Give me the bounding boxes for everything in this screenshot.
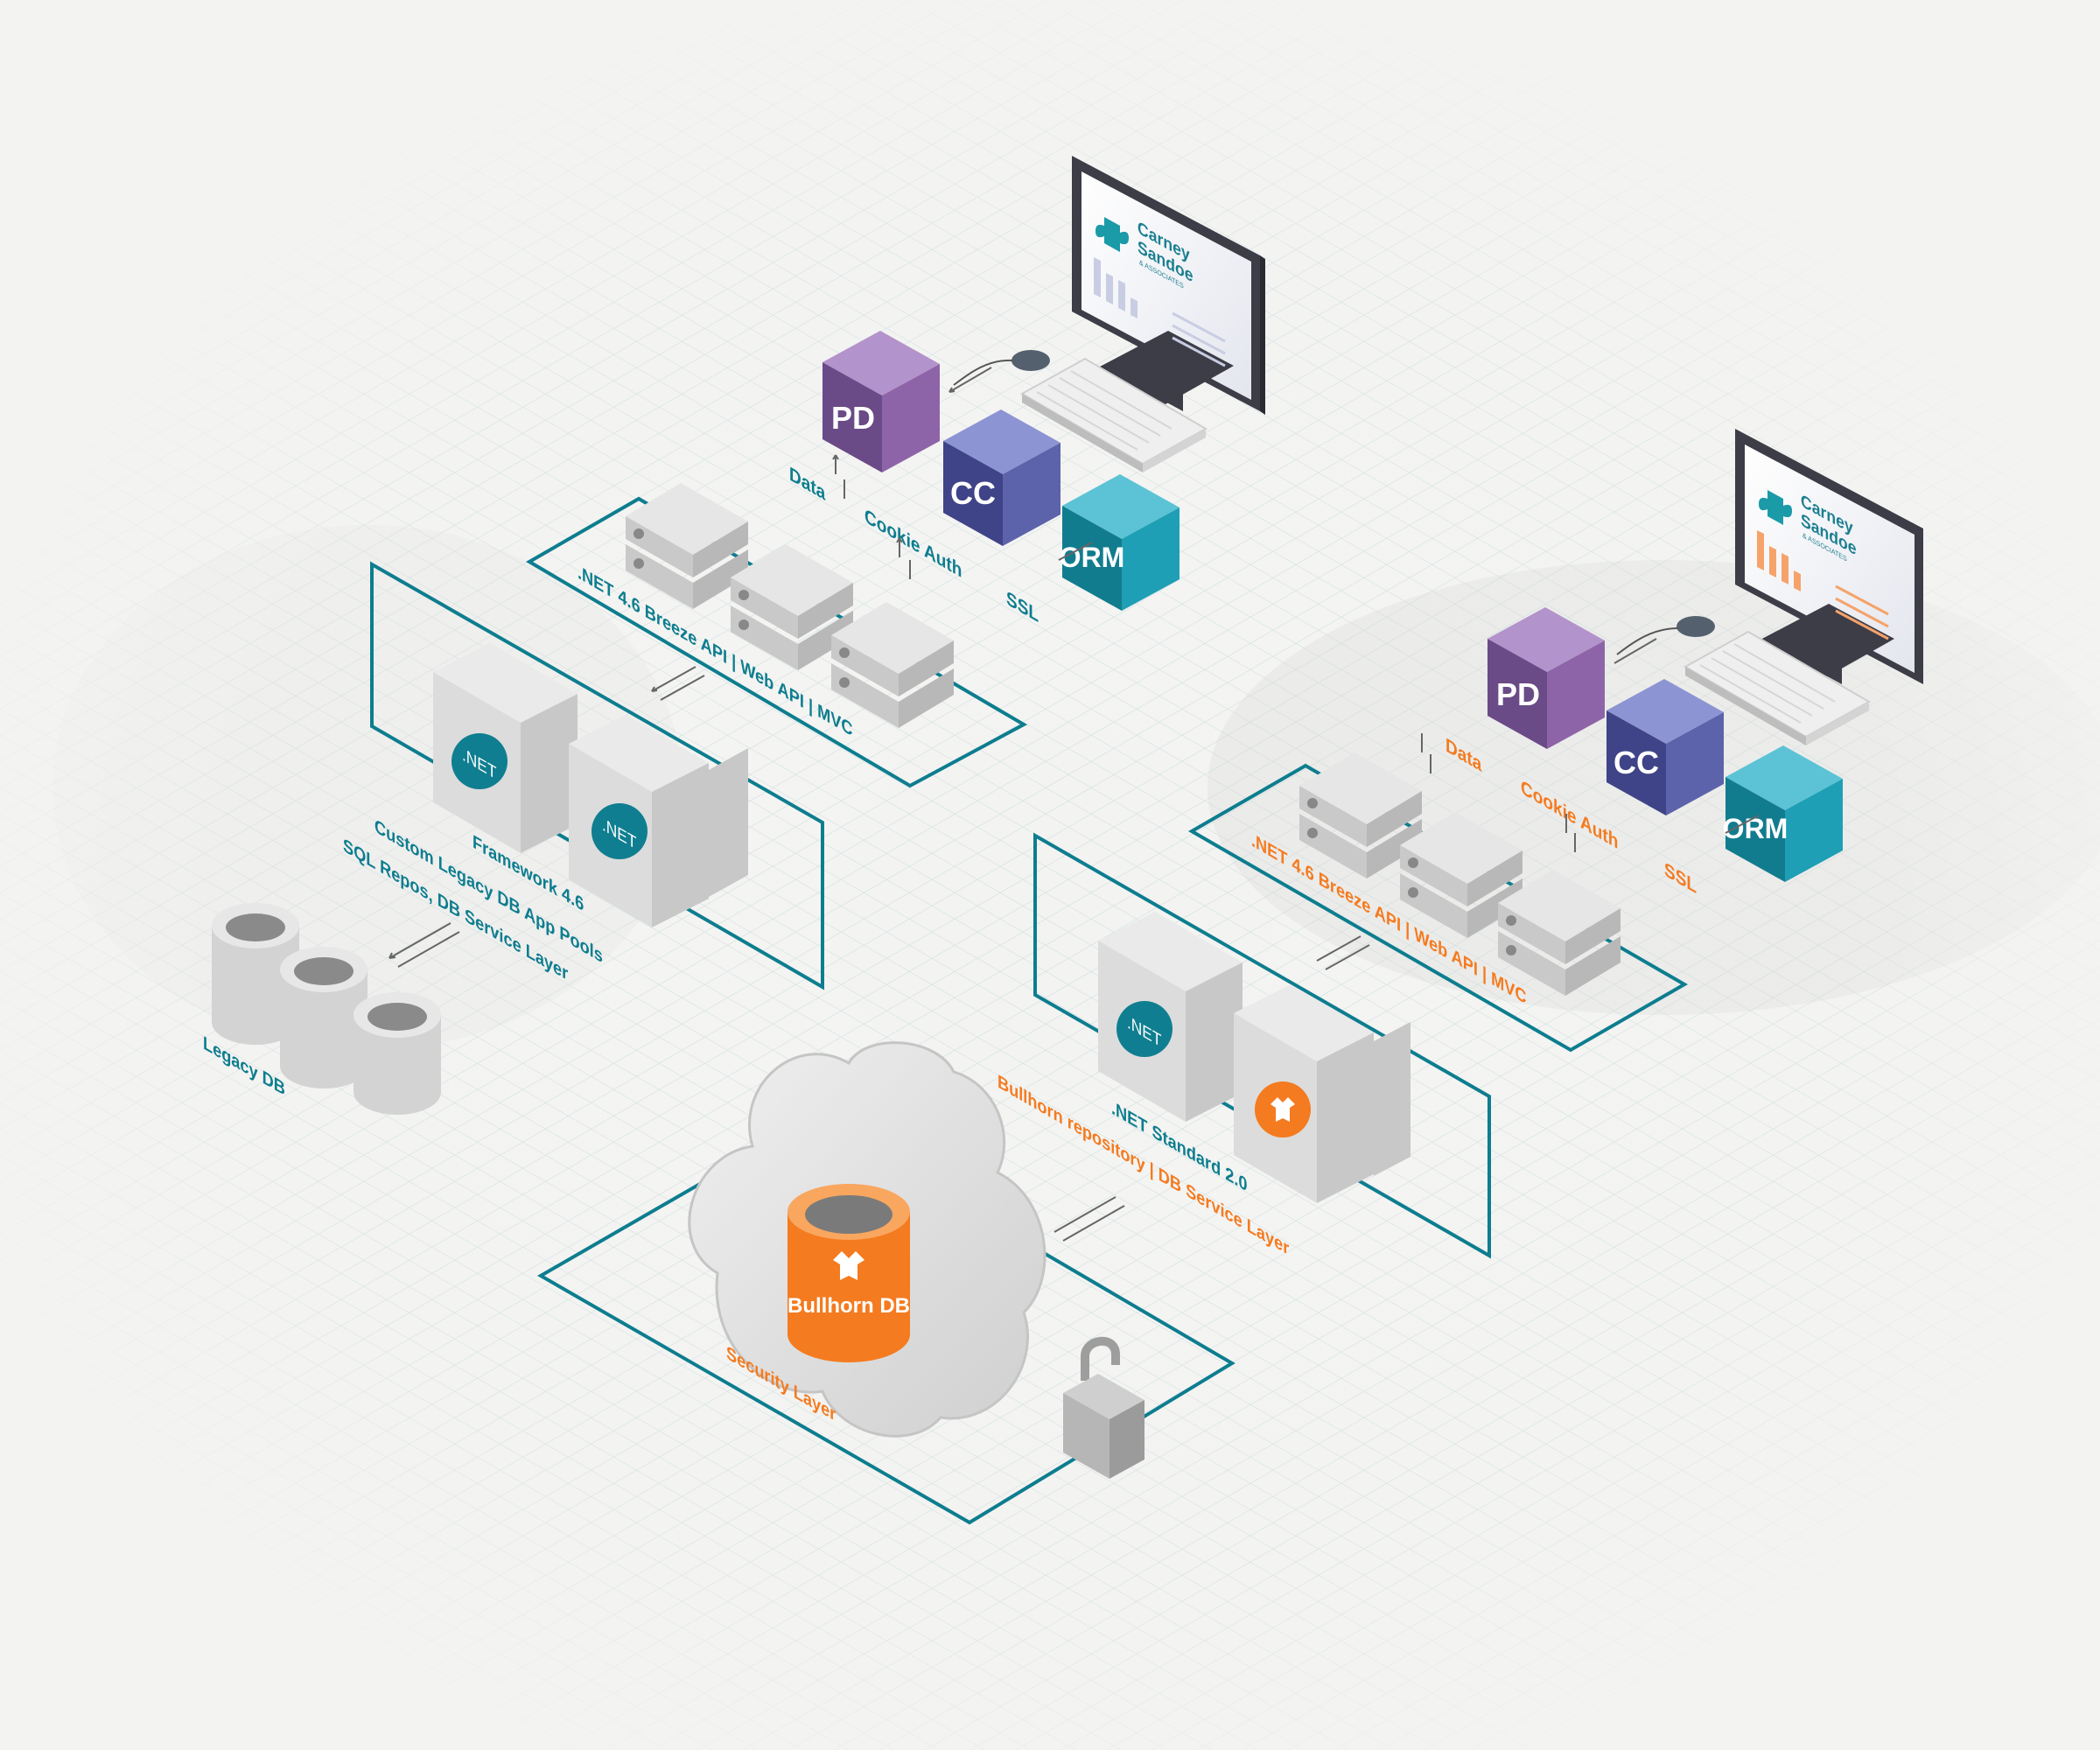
- puzzle-piece-icon: [1759, 490, 1792, 525]
- db-cylinder: [280, 947, 368, 1088]
- bar-chart-graphic: [1757, 530, 1801, 592]
- left-keyboard: [1019, 357, 1208, 472]
- bullhorn-db-cylinder: Bullhorn DB: [788, 1184, 910, 1362]
- right-net-box: .NET: [1098, 912, 1242, 1122]
- right-arrows: [1054, 638, 1760, 1242]
- orm-cube-right: ORM: [1723, 746, 1843, 882]
- right-servers: [1299, 752, 1620, 996]
- right-api-platform-frame: [1187, 763, 1689, 1053]
- left-api-platform-frame: [526, 496, 1028, 788]
- left-net-box-1: .NET: [433, 643, 578, 853]
- padlock-icon: [1063, 1336, 1144, 1479]
- dotnet-logo-icon: [452, 733, 508, 789]
- server-unit: [1299, 752, 1422, 878]
- left-monitor: Carney Sandoe & ASSOCIATES: [1072, 156, 1265, 415]
- text-lines-graphic: [1835, 584, 1889, 640]
- orm-cube-label: ORM: [1060, 542, 1125, 573]
- right-keyboard: [1683, 630, 1872, 746]
- orm-cube-left: ORM: [1060, 474, 1180, 611]
- server-unit: [626, 483, 748, 609]
- text-lines-graphic: [1172, 312, 1226, 368]
- bull-icon: [833, 1251, 864, 1280]
- bullhorn-db-label: Bullhorn DB: [788, 1294, 910, 1318]
- cc-cube-label: CC: [950, 475, 996, 511]
- left-mouse: [953, 350, 1050, 386]
- right-app-pool-frame: [1033, 832, 1491, 1259]
- bar-chart-graphic: [1094, 257, 1138, 318]
- server-unit: [831, 602, 954, 728]
- server-unit: [731, 544, 853, 670]
- puzzle-piece-icon: [1096, 217, 1129, 252]
- cc-cube-label: CC: [1614, 745, 1659, 780]
- dotnet-logo-icon: [1116, 1001, 1172, 1057]
- left-app-pool-frame: [370, 561, 824, 990]
- left-arrows: [388, 367, 1093, 968]
- pd-cube-left: PD: [822, 331, 940, 472]
- left-net-box-2: .NET: [569, 715, 709, 928]
- left-net-box-3: [709, 748, 748, 897]
- right-mouse: [1616, 616, 1715, 655]
- pd-cube-label: PD: [1496, 676, 1540, 712]
- pd-cube-right: PD: [1488, 607, 1605, 749]
- server-unit: [1400, 812, 1522, 938]
- cc-cube-right: CC: [1606, 679, 1724, 816]
- db-cylinder: [354, 992, 441, 1115]
- server-unit: [1498, 870, 1620, 996]
- pd-cube-label: PD: [831, 400, 875, 436]
- left-servers: [626, 483, 954, 728]
- db-cylinder: [212, 903, 299, 1045]
- right-monitor: Carney Sandoe & ASSOCIATES: [1735, 429, 1923, 684]
- cc-cube-left: CC: [943, 410, 1060, 546]
- right-bullhorn-box: [1234, 984, 1410, 1203]
- dotnet-logo-icon: [592, 803, 648, 859]
- legacy-db-cylinders: [212, 903, 441, 1115]
